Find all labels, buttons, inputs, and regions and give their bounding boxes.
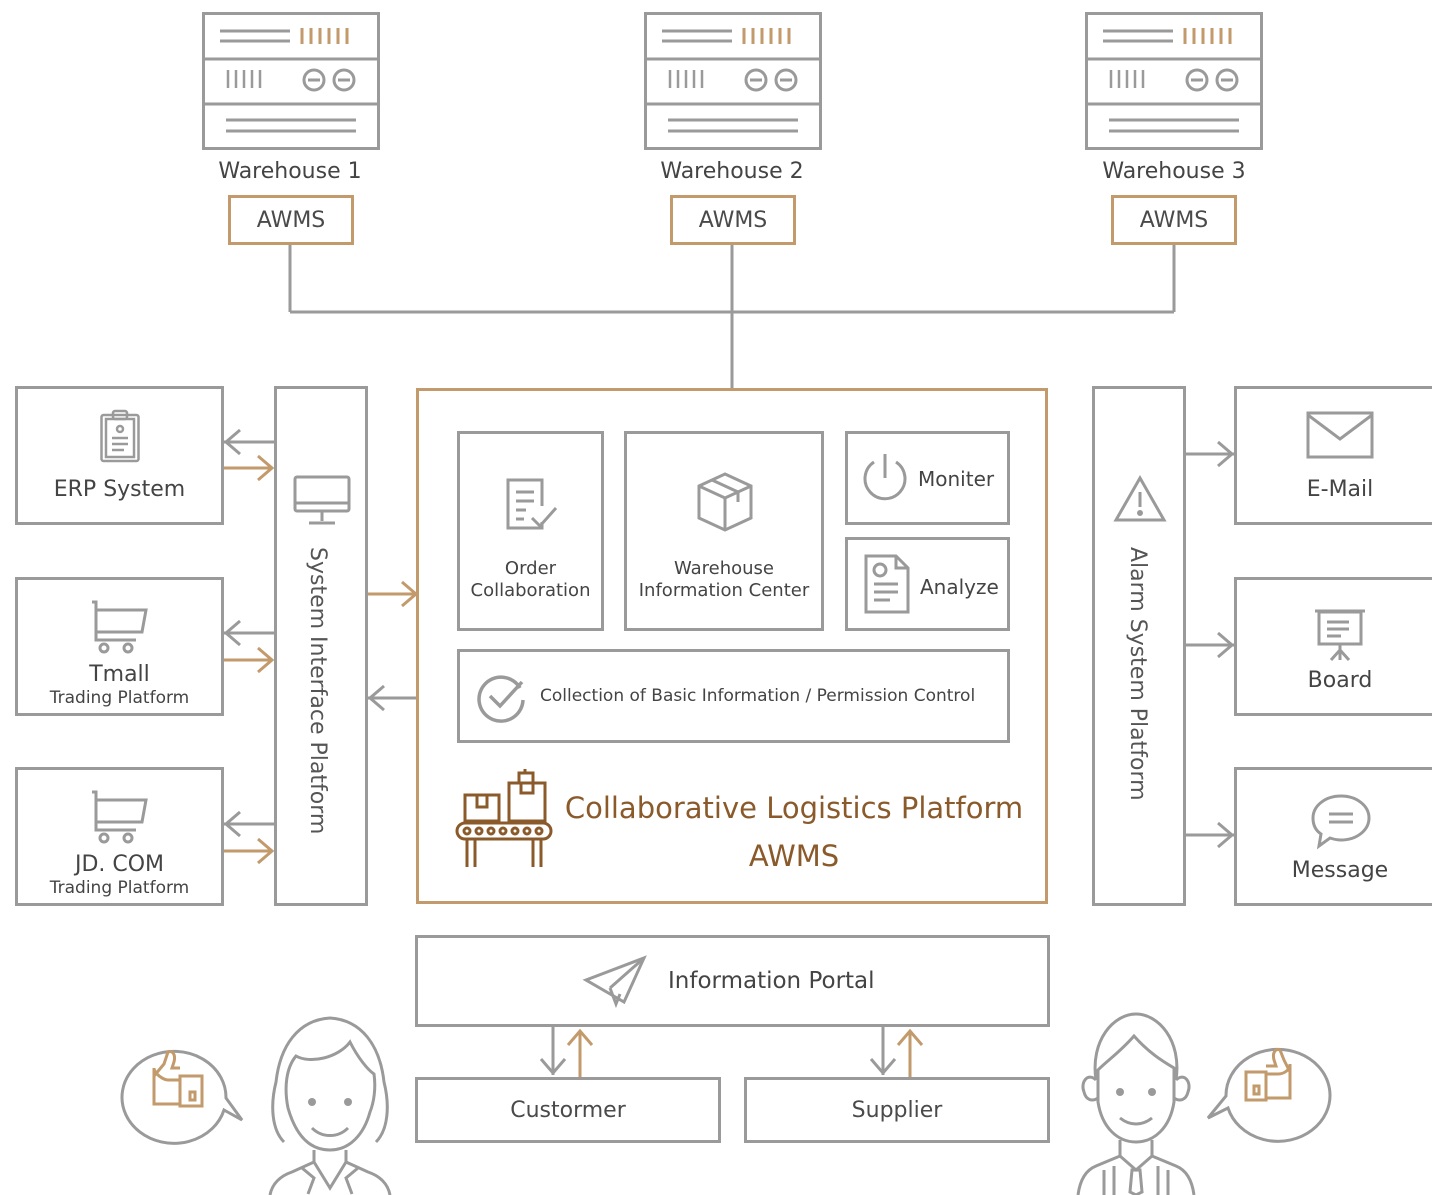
order-label-1: Order	[504, 558, 557, 579]
paper-plane-icon	[582, 955, 647, 1009]
server-icon	[644, 12, 822, 150]
core-platform-subtitle: AWMS	[748, 839, 840, 873]
customer-box: Custormer	[415, 1077, 721, 1143]
jd-title: JD. COM	[74, 852, 165, 877]
jd-box: JD. COM Trading Platform	[15, 767, 224, 906]
basic-info-label: Collection of Basic Information / Permis…	[540, 686, 976, 706]
thumbs-up-bubble-left	[120, 1049, 244, 1145]
mail-icon	[1306, 411, 1374, 459]
wic-label-1: Warehouse	[673, 558, 775, 579]
warehouse-1-label: Warehouse 1	[218, 159, 362, 184]
monitor-module: Moniter	[845, 431, 1010, 525]
clipboard-icon	[100, 409, 140, 463]
conveyor-icon	[455, 769, 553, 867]
server-icon	[202, 12, 380, 150]
analyze-label: Analyze	[920, 575, 999, 599]
order-collaboration-module: Order Collaboration	[457, 431, 604, 631]
tmall-title: Tmall	[89, 662, 150, 687]
cart-icon	[92, 790, 148, 844]
supplier-box: Supplier	[744, 1077, 1050, 1143]
erp-system-box: ERP System	[15, 386, 224, 525]
order-label-2: Collaboration	[470, 580, 591, 601]
message-channel: Message	[1234, 767, 1432, 906]
thumbs-up-bubble-right	[1206, 1047, 1332, 1143]
system-interface-label: System Interface Platform	[305, 547, 330, 835]
warning-icon	[1113, 474, 1167, 522]
email-channel: E-Mail	[1234, 386, 1432, 525]
board-channel: Board	[1234, 577, 1432, 716]
warehouse-2-label: Warehouse 2	[660, 159, 804, 184]
alarm-system-label: Alarm System Platform	[1125, 547, 1150, 801]
basic-information-module: Collection of Basic Information / Permis…	[457, 649, 1010, 743]
check-circle-icon	[477, 675, 525, 723]
information-portal: Information Portal	[415, 935, 1050, 1027]
email-label: E-Mail	[1306, 477, 1374, 502]
box-icon	[697, 472, 753, 532]
tmall-box: Tmall Trading Platform	[15, 577, 224, 716]
tmall-subtitle: Trading Platform	[49, 688, 190, 708]
wic-label-2: Information Center	[638, 580, 810, 601]
message-label: Message	[1291, 858, 1389, 883]
monitor-icon	[293, 475, 351, 525]
warehouse-2-awms-tag: AWMS	[670, 195, 796, 245]
power-icon	[863, 454, 907, 501]
cart-icon	[92, 600, 148, 654]
board-label: Board	[1307, 668, 1373, 693]
board-icon	[1315, 609, 1365, 662]
erp-system-title: ERP System	[53, 477, 186, 502]
core-platform-title: Collaborative Logistics Platform	[564, 791, 1024, 825]
warehouse-3-label: Warehouse 3	[1102, 159, 1246, 184]
report-icon	[864, 554, 910, 614]
jd-subtitle: Trading Platform	[49, 878, 190, 898]
man-avatar-icon	[1076, 1012, 1196, 1195]
system-interface-platform: System Interface Platform	[274, 386, 368, 906]
checklist-doc-icon	[506, 478, 558, 530]
monitor-label: Moniter	[918, 467, 995, 491]
server-icon	[1085, 12, 1263, 150]
information-portal-label: Information Portal	[668, 968, 875, 994]
warehouse-information-center-module: Warehouse Information Center	[624, 431, 824, 631]
collaborative-logistics-platform: Order Collaboration Warehouse Informatio…	[416, 388, 1048, 904]
warehouse-3-awms-tag: AWMS	[1111, 195, 1237, 245]
alarm-system-platform: Alarm System Platform	[1092, 386, 1186, 906]
chat-icon	[1311, 794, 1371, 850]
analyze-module: Analyze	[845, 537, 1010, 631]
woman-avatar-icon	[268, 1016, 392, 1195]
warehouse-1-awms-tag: AWMS	[228, 195, 354, 245]
